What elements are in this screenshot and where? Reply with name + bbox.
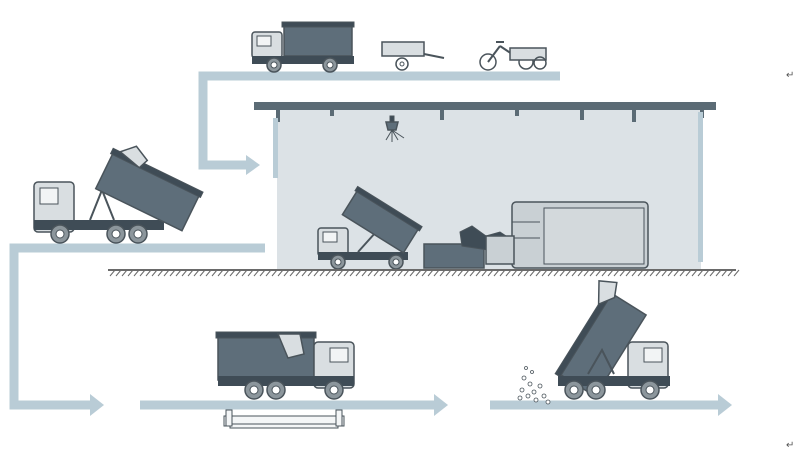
ground-line [108, 269, 740, 277]
sprinkler-icon [385, 115, 405, 142]
dumping-truck-icon [317, 185, 423, 270]
tipping-truck-icon [554, 280, 670, 400]
hook-lift-truck-icon [33, 145, 204, 244]
flow-arrowhead-transport [434, 394, 448, 416]
compactor-icon [423, 201, 649, 269]
flow-arrow-station-to-weighing [9, 243, 265, 410]
flow-arrowhead-station [246, 155, 260, 175]
station-roof [254, 102, 716, 110]
return-mark-top: ↵ [786, 70, 795, 81]
flow-arrow-collection-to-station [198, 71, 560, 170]
container-truck-icon [215, 331, 355, 400]
weighbridge-icon [223, 409, 345, 429]
flow-arrows [9, 71, 732, 416]
hand-cart-icon [381, 41, 445, 71]
return-mark-bottom: ↵ [786, 440, 795, 451]
flow-arrowhead-landfill [718, 394, 732, 416]
waste-debris-icon [517, 366, 551, 405]
tricycle-cart-icon [479, 41, 547, 71]
flow-arrowhead-weighing [90, 394, 104, 416]
compact-truck-icon [251, 21, 355, 73]
